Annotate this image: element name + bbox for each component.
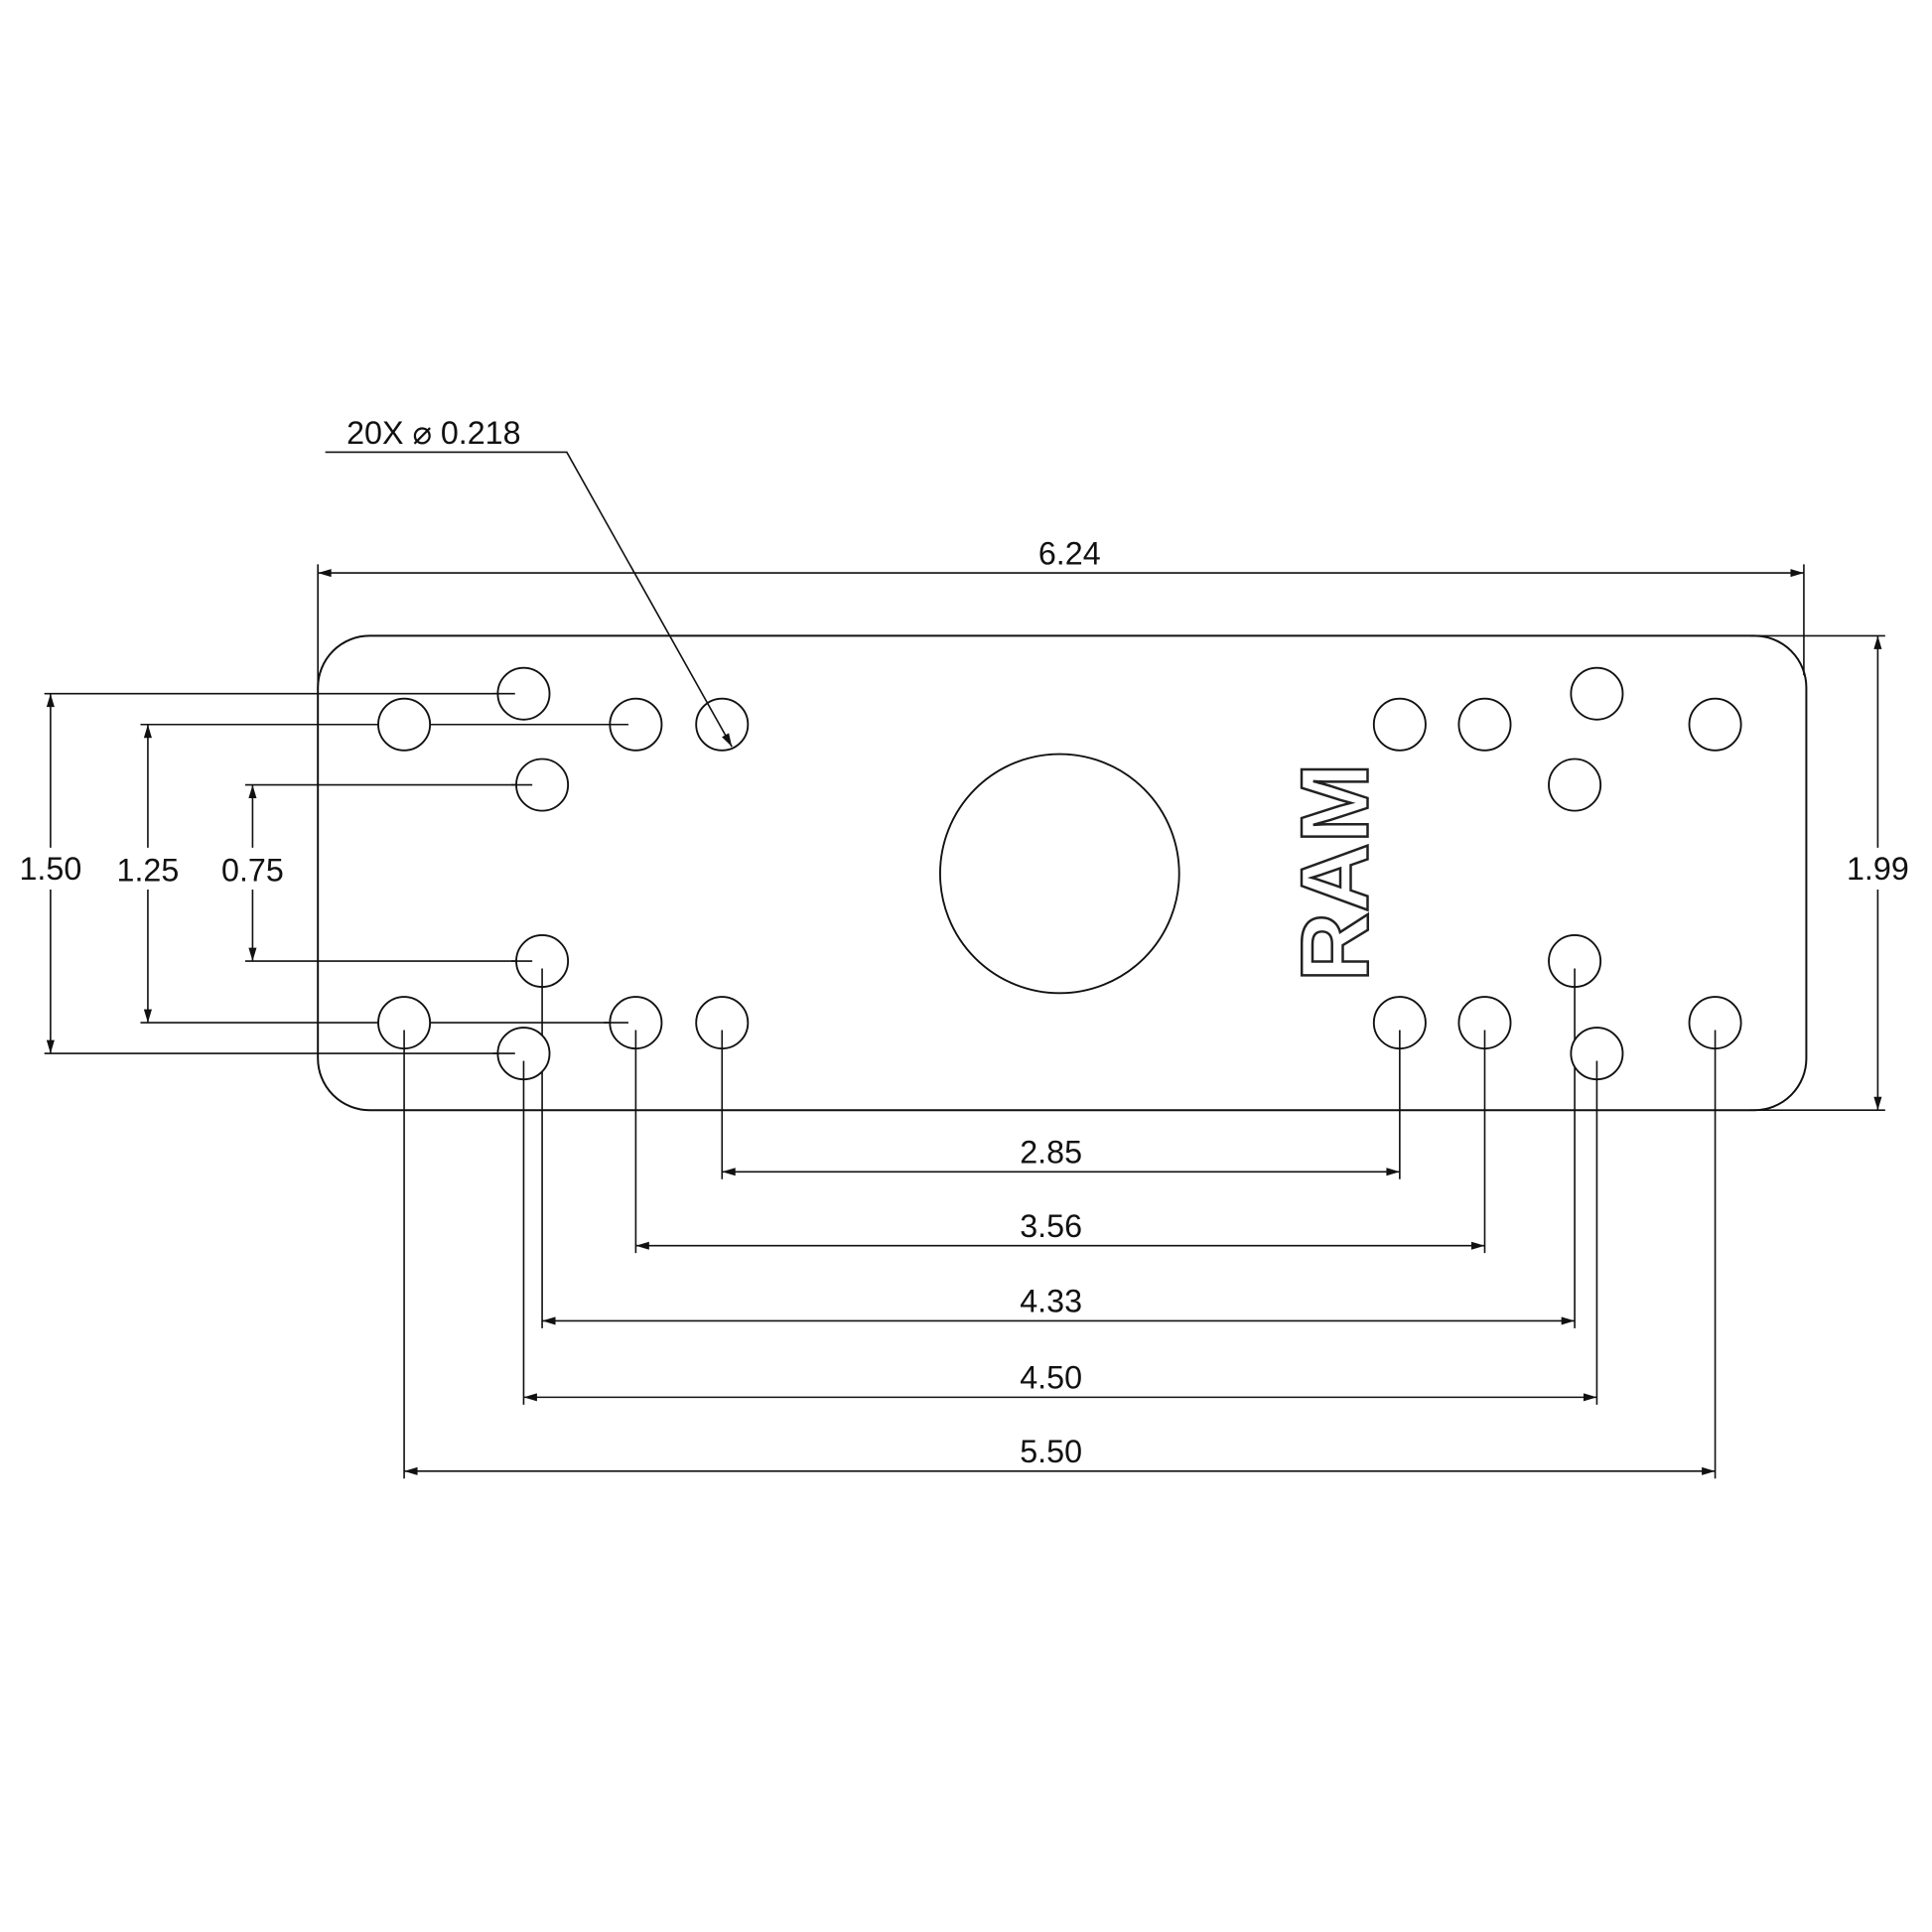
ram-logo: RAM [1281, 762, 1389, 981]
dim-left-inner: 0.75 [221, 852, 284, 888]
mounting-holes [377, 666, 1742, 1081]
dim-bottom-5: 5.50 [1020, 1434, 1082, 1469]
dim-bottom-2: 3.56 [1020, 1208, 1082, 1244]
center-marks [403, 692, 1717, 1081]
dim-left-outer: 1.50 [19, 851, 81, 887]
hole-callout-leader [325, 451, 733, 748]
dim-overall-height: 1.99 [1847, 851, 1909, 887]
hole-callout-label: 20X ⌀ 0.218 [346, 415, 520, 451]
center-hole [939, 753, 1180, 995]
dim-left-middle: 1.25 [117, 852, 180, 888]
bottom-extension-lines [403, 968, 1717, 1479]
dim-bottom-3: 4.33 [1020, 1284, 1082, 1319]
dim-bottom-1: 2.85 [1020, 1135, 1082, 1171]
dim-overall-width: 6.24 [1038, 535, 1101, 571]
plate-outline [317, 634, 1808, 1112]
dim-bottom-4: 4.50 [1020, 1360, 1082, 1396]
